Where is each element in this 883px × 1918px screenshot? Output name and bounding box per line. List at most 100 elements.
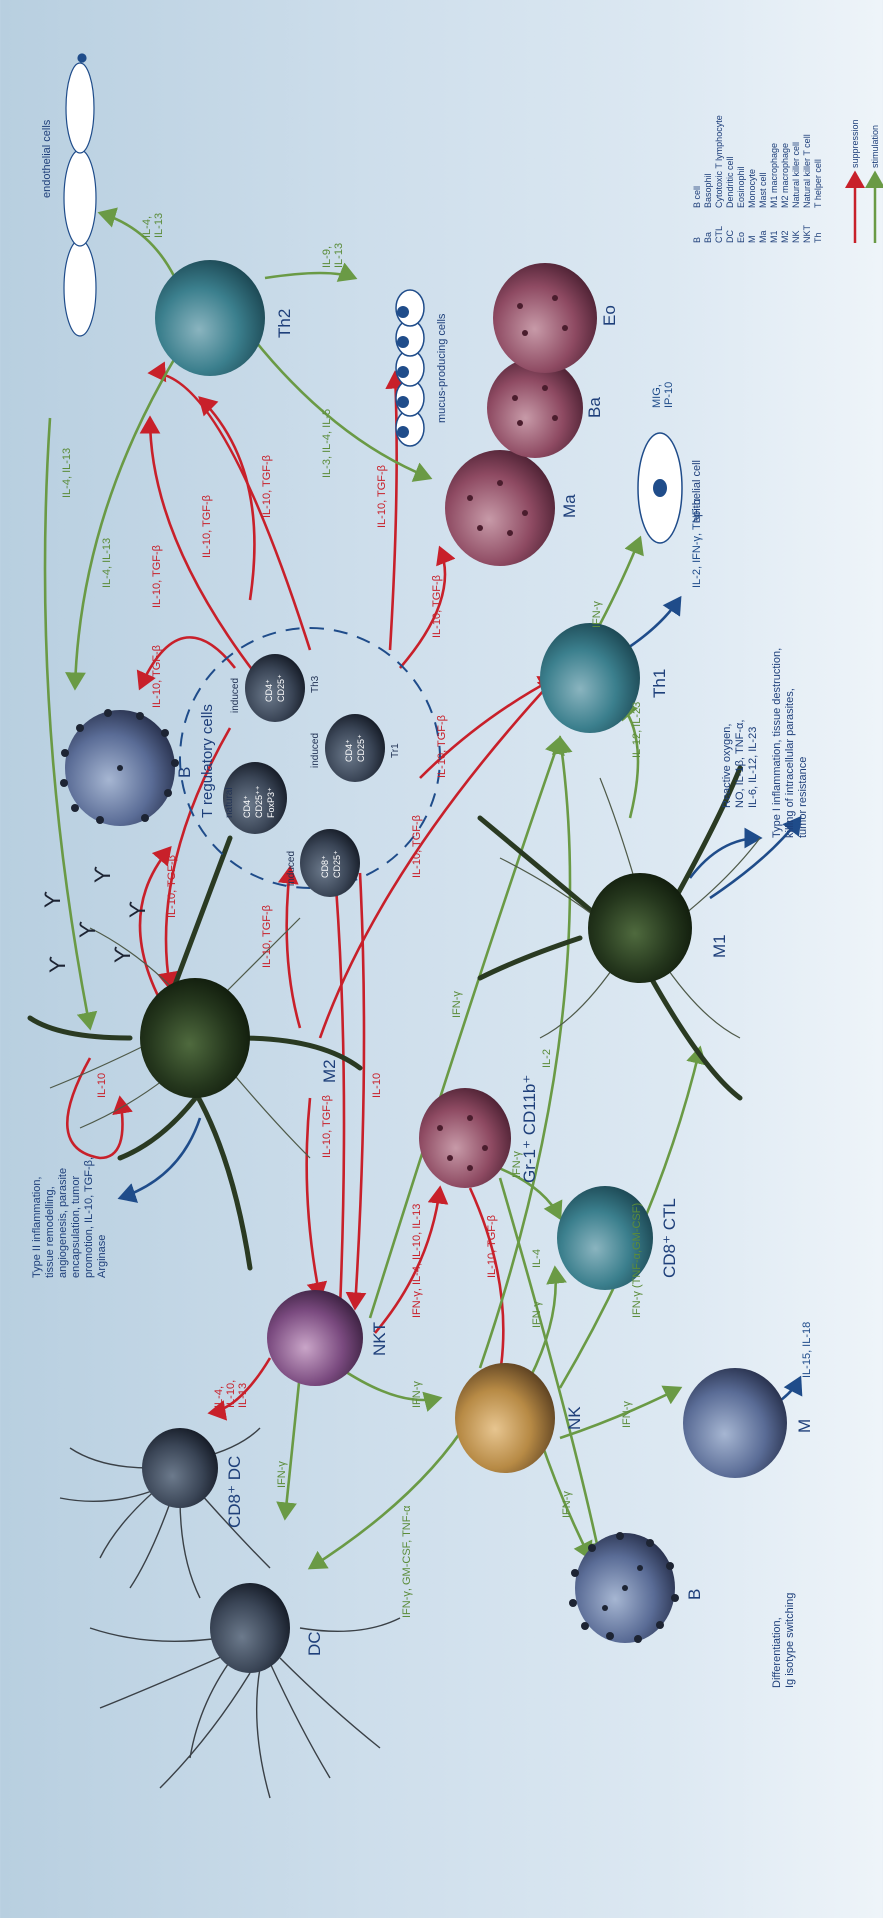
arrow-nkt-to-gr1 bbox=[375, 1188, 440, 1333]
type2-line5: promotion, IL-10, TGF-β, bbox=[83, 1157, 95, 1278]
treg-induced3: induced bbox=[230, 678, 241, 713]
type2-line1: Type II inflammation, bbox=[31, 1177, 43, 1279]
treg-tr1: Tr1 bbox=[390, 743, 401, 758]
treg-th3: Th3 bbox=[310, 675, 321, 693]
lbl-nk-m1: IFN-γ (TNF-α,GM-CSF) bbox=[631, 1203, 643, 1318]
epithelial-cell bbox=[638, 433, 682, 543]
lbl-treg-m2: IL-10, TGF-β bbox=[166, 855, 178, 918]
lbl-th2-endo-1: IL-4, bbox=[141, 216, 153, 238]
treg-induced3-line1: CD4⁺ bbox=[264, 679, 274, 702]
antibodies: ƳƳƳ ƳƳƳ bbox=[40, 866, 150, 973]
svg-text:Ƴ: Ƴ bbox=[40, 891, 65, 908]
arrow-th2-to-mucus bbox=[265, 273, 355, 278]
treg-induced-cd8-cell bbox=[300, 829, 360, 897]
legend-suppression-label: suppression bbox=[850, 119, 860, 168]
svg-text:Ƴ: Ƴ bbox=[90, 866, 115, 883]
treg-induced2: induced bbox=[310, 733, 321, 768]
arrow-m2-self bbox=[67, 1058, 122, 1158]
legend-abbr: NKT bbox=[802, 224, 812, 243]
legend-text: M2 macrophage bbox=[780, 143, 790, 208]
arrow-m2-to-nkt bbox=[307, 1098, 320, 1298]
lbl-treg-th2-2: IL-10, TGF-β bbox=[201, 495, 213, 558]
label-ba: Ba bbox=[585, 397, 604, 418]
legend-abbr: Ba bbox=[703, 232, 713, 243]
label-nk: NK bbox=[565, 1406, 584, 1430]
legend-abbr: B bbox=[692, 237, 702, 243]
lbl-treg-b: IL-10, TGF-β bbox=[151, 645, 163, 708]
treg-natural-line3: FoxP3⁺ bbox=[266, 787, 276, 818]
legend: B B cellBa BasophilCTL Cytotoxic T lymphocy… bbox=[692, 115, 823, 243]
lbl-th2-endo-2: IL-13 bbox=[153, 213, 165, 238]
label-nkt: NKT bbox=[370, 1322, 389, 1356]
type1-line3: tumor resistance bbox=[797, 757, 809, 838]
lbl-gr1-b: IL-4 bbox=[531, 1249, 543, 1268]
m1-macrophage-cell bbox=[480, 768, 760, 1098]
label-b-bottom: B bbox=[685, 1589, 704, 1600]
treg-th3-cell bbox=[245, 654, 305, 722]
lbl-nk-dc: IFN-γ, GM-CSF, TNF-α bbox=[401, 1505, 413, 1618]
treg-induced1: induced bbox=[286, 851, 297, 886]
mucus-label: mucus-producing cells bbox=[436, 313, 448, 423]
lbl-th1-epi: IFN-γ bbox=[591, 601, 603, 628]
reactive-line1: Reactive oxygen, bbox=[721, 724, 733, 808]
label-eo: Eo bbox=[600, 305, 619, 326]
legend-stimulation-label: stimulation bbox=[870, 125, 880, 168]
legend-abbr: Eo bbox=[736, 232, 746, 243]
legend-text: Natural killer cell bbox=[791, 142, 801, 208]
reactive-line2: NO, IL-1β, TNF-α, bbox=[734, 720, 746, 808]
legend-text: Dendritic cell bbox=[725, 156, 735, 208]
legend-text: Basophil bbox=[703, 173, 713, 208]
legend-text: Natural killer T cell bbox=[802, 134, 812, 208]
label-th2: Th2 bbox=[275, 309, 294, 338]
lbl-mig-2: IP-10 bbox=[663, 382, 675, 408]
legend-abbr: NK bbox=[791, 230, 801, 243]
legend-abbr: CTL bbox=[714, 226, 724, 243]
arrow-nkt-to-nk bbox=[340, 1368, 440, 1400]
type2-line4: encapsulation, tumor bbox=[70, 1176, 82, 1278]
diff-line1: Differentiation, bbox=[771, 1617, 783, 1688]
label-th1: Th1 bbox=[650, 669, 669, 698]
mucus-producing-cells bbox=[396, 290, 424, 446]
lbl-treg-mucus: IL-10, TGF-β bbox=[376, 465, 388, 528]
arrows-layer bbox=[45, 213, 800, 1568]
legend-text: Mast cell bbox=[758, 172, 768, 208]
lbl-nkt-th1: IFN-γ bbox=[451, 991, 463, 1018]
lbl-th2-mucus-1: IL-9, bbox=[321, 246, 333, 268]
arrow-nkt-to-dc bbox=[285, 1373, 300, 1518]
lbl-th2-mucus-2: IL-13 bbox=[333, 243, 345, 268]
label-b-top: B bbox=[175, 767, 194, 778]
lbl-nk-m: IFN-γ bbox=[621, 1401, 633, 1428]
label-m2: M2 bbox=[320, 1059, 339, 1083]
treg-title: T regulatory cells bbox=[199, 704, 216, 818]
reactive-line3: IL-6, IL-12, IL-23 bbox=[747, 727, 759, 808]
lbl-il4-il13-long: IL-4, IL-13 bbox=[61, 448, 73, 498]
lbl-nk-b: IFN-γ bbox=[561, 1491, 573, 1518]
legend-text: Cytotoxic T lymphocyte bbox=[714, 115, 724, 208]
label-m: M bbox=[795, 1419, 814, 1433]
arrow-treg-to-mucus bbox=[390, 373, 397, 650]
lbl-treg-nkt: IL-10 bbox=[371, 1073, 383, 1098]
treg-natural-line1: CD4⁺ bbox=[242, 795, 252, 818]
lbl-treg-th2-3: IL-10, TGF-β bbox=[261, 455, 273, 518]
treg-induced1-line2: CD25⁺ bbox=[332, 850, 342, 878]
th1-cell bbox=[540, 623, 640, 733]
svg-text:Ƴ: Ƴ bbox=[125, 901, 150, 918]
legend-abbr: Ma bbox=[758, 230, 768, 243]
treg-induced2-line1: CD4⁺ bbox=[344, 739, 354, 762]
legend-abbr: M bbox=[747, 236, 757, 244]
svg-text:Ƴ: Ƴ bbox=[45, 956, 70, 973]
arrow-nkt-to-treg bbox=[335, 873, 344, 1308]
arrow-m2-to-treg bbox=[287, 868, 300, 1028]
legend-text: B cell bbox=[692, 186, 702, 208]
arrow-nk-to-dc bbox=[310, 1418, 470, 1568]
label-ma: Ma bbox=[560, 494, 579, 518]
label-dc: DC bbox=[305, 1631, 324, 1656]
svg-text:Ƴ: Ƴ bbox=[110, 946, 135, 963]
lbl-nkt-dc: IFN-γ bbox=[276, 1461, 288, 1488]
treg-induced1-line1: CD8⁺ bbox=[320, 855, 330, 878]
endothelial-cells bbox=[64, 54, 96, 336]
lbl-m2-self: IL-10 bbox=[96, 1073, 108, 1098]
dc-cell bbox=[90, 1583, 400, 1798]
